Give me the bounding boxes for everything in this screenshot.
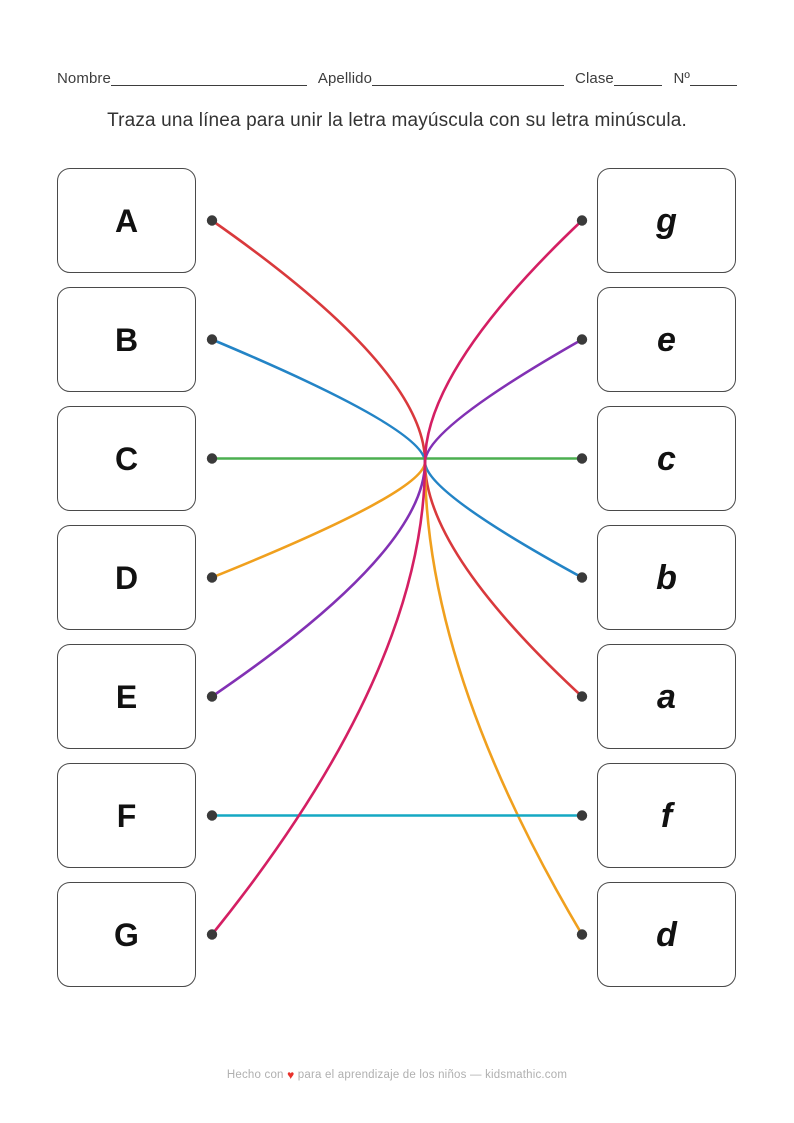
letter-card-label: g	[656, 201, 677, 240]
footer-credit: Hecho con ♥ para el aprendizaje de los n…	[0, 1068, 794, 1082]
letter-card-label: d	[656, 915, 677, 954]
connector-dot-left[interactable]	[206, 572, 218, 583]
footer-text-before: Hecho con	[226, 1069, 284, 1081]
letter-card-G[interactable]: G	[57, 882, 196, 987]
connector-line-D-d[interactable]	[210, 461, 584, 936]
connector-dot-right[interactable]	[576, 334, 588, 345]
letter-card-label: D	[114, 559, 139, 596]
matching-exercise: A B C D E F G g e c b a f d	[0, 168, 794, 992]
connector-line-G-g[interactable]	[210, 219, 584, 936]
letter-card-label: G	[114, 916, 139, 953]
letter-card-b[interactable]: b	[597, 525, 736, 630]
letter-card-c[interactable]: c	[597, 406, 736, 511]
numero-input-line[interactable]	[689, 72, 737, 86]
student-info-row: Nombre Apellido Clase Nº	[57, 62, 737, 88]
letter-card-label: F	[116, 797, 137, 834]
letter-card-label: e	[657, 320, 676, 359]
letter-card-C[interactable]: C	[57, 406, 196, 511]
connector-dot-right[interactable]	[576, 810, 588, 821]
nombre-label: Nombre	[57, 70, 111, 87]
letter-card-label: c	[657, 439, 676, 478]
nombre-input-line[interactable]	[110, 72, 307, 86]
connector-dot-left[interactable]	[206, 810, 218, 821]
letter-card-F[interactable]: F	[57, 763, 196, 868]
letter-card-label: a	[657, 677, 676, 716]
apellido-input-line[interactable]	[372, 72, 565, 86]
letter-card-label: f	[660, 796, 673, 835]
connector-dot-right[interactable]	[576, 929, 588, 940]
letter-card-D[interactable]: D	[57, 525, 196, 630]
clase-label: Clase	[575, 70, 614, 87]
letter-card-g[interactable]: g	[597, 168, 736, 273]
letter-card-label: b	[656, 558, 677, 597]
letter-card-label: B	[114, 321, 139, 358]
letter-card-f[interactable]: f	[597, 763, 736, 868]
connector-dot-right[interactable]	[576, 215, 588, 226]
connection-lines	[206, 215, 588, 940]
letter-card-label: A	[114, 202, 139, 239]
letter-card-B[interactable]: B	[57, 287, 196, 392]
connector-dot-left[interactable]	[206, 215, 218, 226]
clase-input-line[interactable]	[613, 72, 663, 86]
connector-dot-right[interactable]	[576, 691, 588, 702]
connector-dot-left[interactable]	[206, 691, 218, 702]
numero-label: Nº	[673, 70, 690, 87]
letter-card-label: C	[114, 440, 139, 477]
letter-card-d[interactable]: d	[597, 882, 736, 987]
instruction-text: Traza una línea para unir la letra mayús…	[107, 110, 687, 131]
letter-card-E[interactable]: E	[57, 644, 196, 749]
letter-card-A[interactable]: A	[57, 168, 196, 273]
heart-icon: ♥	[287, 1068, 295, 1082]
footer-text-after: para el aprendizaje de los niños — kidsm…	[297, 1069, 568, 1081]
letter-card-e[interactable]: e	[597, 287, 736, 392]
apellido-label: Apellido	[317, 70, 373, 87]
connector-dot-right[interactable]	[576, 453, 588, 464]
letter-card-label: E	[115, 678, 138, 715]
connector-dot-left[interactable]	[206, 453, 218, 464]
connector-dot-right[interactable]	[576, 572, 588, 583]
connector-dot-left[interactable]	[206, 334, 218, 345]
connector-dot-left[interactable]	[206, 929, 218, 940]
letter-card-a[interactable]: a	[597, 644, 736, 749]
